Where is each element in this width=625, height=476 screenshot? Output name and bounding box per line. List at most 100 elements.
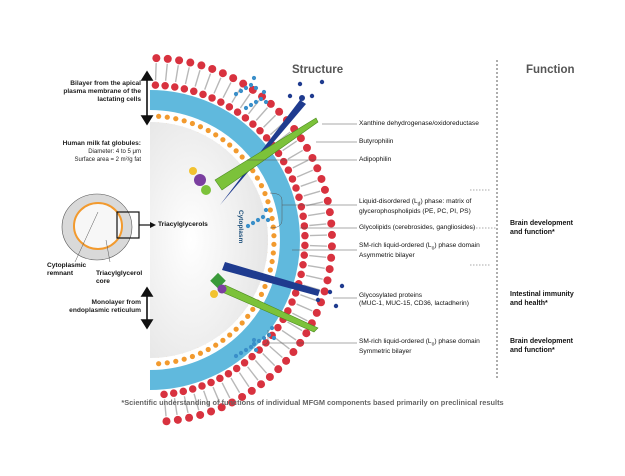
phospholipid-head [323, 196, 332, 205]
phospholipid-head [308, 153, 317, 162]
lipid-tail [213, 77, 222, 94]
lipid-tail [263, 114, 277, 128]
glycan-bead [263, 99, 269, 105]
glycan-bead [233, 91, 239, 97]
phospholipid-head [241, 114, 250, 122]
lipid-tail [309, 244, 327, 247]
glycoprotein-bead [319, 79, 325, 85]
lipid-tail [203, 390, 211, 407]
phospholipid-head [207, 407, 216, 416]
phospholipid-head [179, 387, 188, 396]
monolayer-head [269, 258, 275, 265]
monolayer-head [233, 148, 239, 154]
phospholipid-head [302, 143, 311, 152]
glycan-bead [253, 347, 259, 353]
triacylglycerol-core-area [150, 122, 268, 358]
phospholipid-head [313, 164, 322, 173]
phospholipid-head [232, 364, 241, 373]
monolayer-head [164, 360, 170, 366]
phospholipid-head [207, 378, 215, 387]
phospholipid-head [325, 208, 334, 217]
ld-phase-label: Liquid-disordered (Ld) phase: matrix of … [359, 198, 472, 216]
leader-lines [247, 123, 497, 346]
lipid-tail [204, 73, 212, 90]
monolayer-head [197, 350, 204, 356]
glycan-bead [248, 344, 254, 350]
lipid-tail [287, 321, 303, 332]
glycan-bead [251, 337, 257, 343]
phospholipid-head [299, 212, 307, 221]
glycan-bead [263, 207, 269, 213]
monolayer-head [239, 320, 245, 326]
phospholipid-head [238, 392, 247, 401]
lipid-tail [287, 149, 304, 160]
phospholipid-head [199, 90, 207, 99]
phospholipid-head [256, 127, 264, 135]
phospholipid-head [301, 241, 309, 250]
glycoprotein-bead [339, 283, 345, 289]
glycan-bead [271, 335, 277, 341]
phospholipid-head [288, 298, 296, 306]
monolayer-head [270, 224, 276, 230]
lipid-tail [307, 264, 325, 269]
monolayer-head [164, 114, 170, 120]
phospholipid-head [208, 94, 216, 102]
phospholipid-head [197, 61, 206, 70]
phospholipid-head [151, 81, 160, 89]
glycan-bead [243, 85, 249, 91]
monolayer-head [271, 241, 277, 247]
footnote: *Scientific understanding of functions o… [121, 398, 504, 407]
phospholipid-head [240, 359, 249, 367]
glycan-bead [238, 88, 244, 94]
function-brain-1: Brain development and function* [510, 220, 574, 236]
phospholipid-head [266, 99, 275, 108]
lipid-tail [194, 70, 201, 87]
phospholipid-head [302, 329, 311, 338]
monolayer-head [271, 233, 277, 239]
monolayer-head [213, 342, 219, 348]
lipid-tail [247, 366, 259, 381]
lipid-tail [303, 190, 321, 197]
monolayer-head [245, 313, 251, 319]
phospholipid-head [274, 365, 283, 374]
glycan-bead [260, 214, 266, 220]
glycan-bead [248, 82, 254, 88]
glycan-bead [251, 75, 257, 81]
glycan-bead [250, 220, 256, 226]
glycosylated-proteins-label: Glycosylated proteins (MUC-1, MUC-15, CD… [359, 292, 469, 307]
sm-asymmetric-label: SM-rich liquid-ordered (Lo) phase domain… [359, 242, 480, 260]
structure-header: Structure [292, 64, 344, 76]
phospholipid-head [265, 372, 274, 381]
glycoprotein-bead [327, 289, 333, 295]
phospholipid-head [289, 348, 298, 357]
monolayer-head [270, 250, 276, 256]
lipid-tail [296, 169, 313, 178]
lipid-tail [239, 93, 251, 109]
cytoplasmic-remnant-label: Cytoplasmic remnant [47, 262, 87, 277]
lipid-tail [238, 372, 250, 388]
lipid-tail [296, 303, 313, 312]
phospholipid-head [163, 54, 172, 63]
phospholipid-head [284, 166, 293, 174]
phospholipid-head [323, 276, 332, 285]
phospholipid-head [185, 413, 194, 422]
butyrophilin-label: Butyrophilin [359, 138, 394, 145]
phospholipid-head [297, 202, 306, 211]
phospholipid-head [327, 253, 336, 262]
lipid-tail [308, 212, 326, 217]
phospholipid-head [301, 231, 309, 240]
function-header: Function [526, 64, 575, 76]
lipid-tail [255, 107, 269, 121]
phospholipid-head [291, 289, 300, 297]
monolayer-head [220, 337, 226, 343]
phospholipid-head [173, 415, 182, 424]
lipid-tail [282, 140, 298, 152]
glycan-bead [233, 353, 239, 359]
phospholipid-head [217, 403, 226, 412]
monolayer-head [156, 113, 162, 119]
phospholipid-head [196, 410, 205, 419]
lipid-tail [222, 82, 232, 99]
glycan-bead [238, 350, 244, 356]
butyrophilin-protein [214, 117, 319, 191]
